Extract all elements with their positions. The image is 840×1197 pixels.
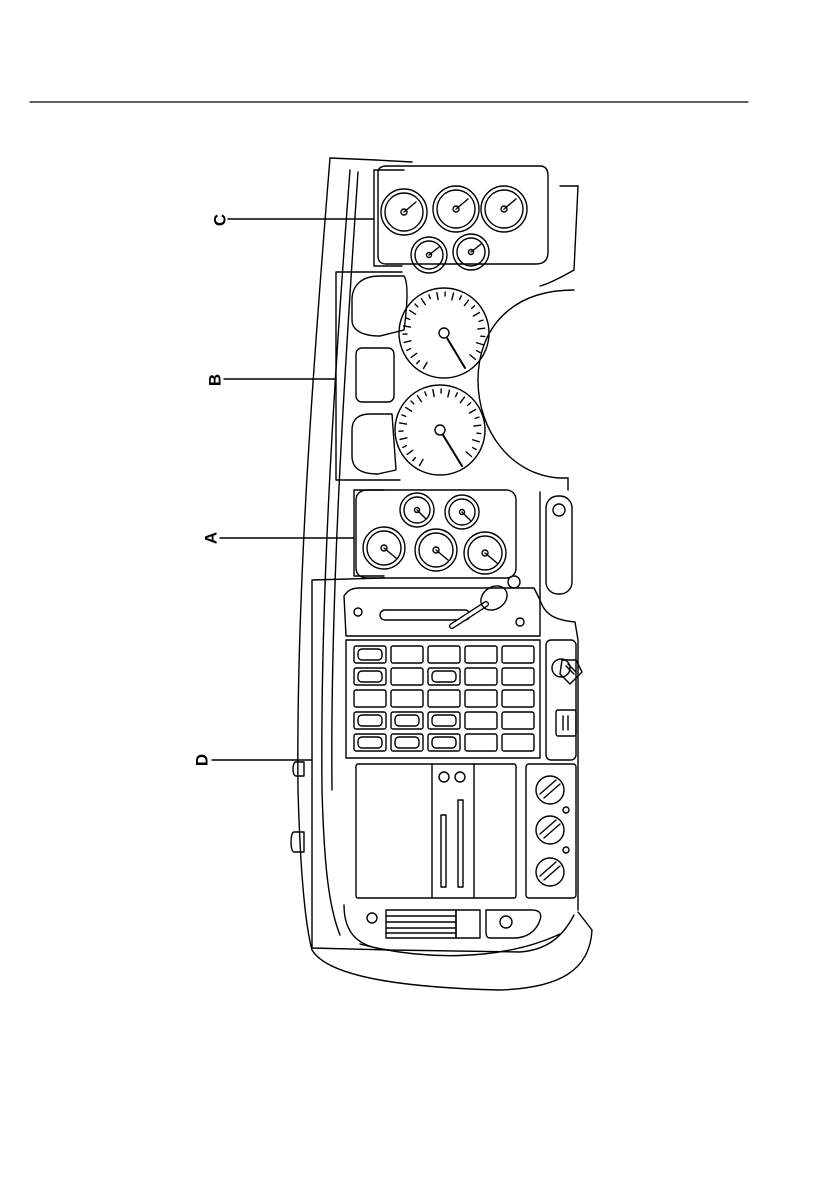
gauge-tick: [478, 328, 485, 329]
switch-button: [465, 734, 497, 751]
switch-grid: [354, 646, 534, 751]
gauge-tick: [466, 452, 471, 456]
gauge-tick: [452, 293, 454, 300]
gauge-icon: [411, 237, 447, 273]
gauge-tick: [407, 450, 413, 454]
switch-button: [502, 712, 534, 729]
switch-button: [428, 646, 460, 663]
gauge-tick: [448, 390, 450, 397]
gauge-icon: [415, 529, 457, 571]
gauge-tick: [404, 341, 411, 343]
switch-lens: [395, 715, 419, 726]
gauge-icon: [481, 186, 527, 232]
gauge-tick: [400, 438, 407, 440]
gauge-icon: [433, 186, 479, 232]
side-vent: [546, 496, 572, 594]
switch-button: [502, 734, 534, 751]
callout-label-b: B: [206, 374, 225, 386]
gauge-tick: [411, 401, 414, 404]
knob-icon: [536, 776, 564, 804]
center-switch-panel: [344, 576, 582, 956]
switch-button: [465, 668, 497, 685]
gauge-tick: [413, 458, 416, 461]
gauge-tick: [417, 396, 421, 402]
switch-lens: [432, 671, 456, 682]
gauge-tick: [429, 295, 430, 299]
steering-column-cutout: [478, 290, 574, 478]
switch-lens: [432, 715, 456, 726]
callout-label-a: A: [202, 532, 221, 544]
switch-button: [428, 690, 460, 707]
gauge-icon: [363, 527, 405, 569]
switch-button: [391, 668, 423, 685]
gauge-tick: [400, 423, 407, 424]
switch-lens: [358, 715, 382, 726]
switch-button: [354, 690, 386, 707]
speedometer-icon: [395, 385, 485, 475]
gauge-tick: [407, 349, 411, 351]
lower-gauge-cluster: [356, 490, 516, 578]
switch-button: [391, 646, 423, 663]
gauge-tick: [460, 397, 464, 403]
gauge-tick: [469, 410, 475, 414]
gauge-tick: [477, 343, 484, 345]
gauge-tick: [411, 353, 417, 357]
gauge-tick: [410, 310, 416, 314]
gauge-icon: [381, 189, 427, 235]
power-outlet-icon: [486, 910, 541, 938]
gauge-tick: [464, 300, 468, 306]
switch-lens: [358, 649, 382, 660]
gauge-icon: [400, 493, 434, 527]
gauge-tick: [474, 425, 481, 426]
switch-button: [391, 690, 423, 707]
callout-label-c: C: [211, 214, 230, 226]
gauge-tick: [473, 440, 480, 442]
upper-gauge-cluster: [378, 166, 548, 273]
gauge-tick: [456, 393, 458, 397]
switch-button: [465, 712, 497, 729]
gauge-tick: [406, 318, 410, 319]
gauge-tick: [406, 407, 412, 411]
ashtray-icon: [386, 910, 480, 938]
ignition-key-icon: [546, 640, 582, 760]
switch-button: [465, 646, 497, 663]
gauge-icon: [464, 532, 506, 574]
gauge-tick: [470, 355, 475, 359]
main-instrument-cluster: [352, 276, 489, 475]
gauge-tick: [475, 417, 479, 418]
switch-button: [502, 690, 534, 707]
tachometer-icon: [399, 288, 489, 378]
gauge-tick: [468, 403, 471, 406]
gauge-tick: [433, 390, 434, 397]
gauge-tick: [403, 446, 407, 448]
gauge-tick: [473, 448, 477, 450]
gauge-tick: [417, 361, 420, 364]
gauge-tick: [421, 299, 425, 305]
switch-lens: [395, 737, 419, 748]
gauge-tick: [473, 313, 479, 317]
gauge-tick: [477, 351, 481, 353]
gauge-tick: [479, 320, 483, 321]
switch-button: [465, 690, 497, 707]
climate-controls: [526, 764, 576, 898]
switch-button: [502, 668, 534, 685]
gauge-tick: [420, 459, 424, 465]
switch-lens: [432, 737, 456, 748]
callout-label-d: D: [193, 754, 212, 766]
knob-icon: [536, 816, 564, 844]
switch-lens: [358, 671, 382, 682]
gauge-tick: [437, 293, 438, 300]
gauge-tick: [472, 306, 475, 309]
gauge-tick: [460, 296, 462, 300]
gauge-tick: [415, 304, 418, 307]
switch-lens: [358, 737, 382, 748]
gauge-tick: [425, 392, 426, 396]
knob-icon: [536, 858, 564, 886]
switch-button: [502, 646, 534, 663]
gauge-tick: [424, 362, 428, 368]
gauge-tick: [402, 415, 406, 416]
gauge-icon: [445, 495, 479, 529]
